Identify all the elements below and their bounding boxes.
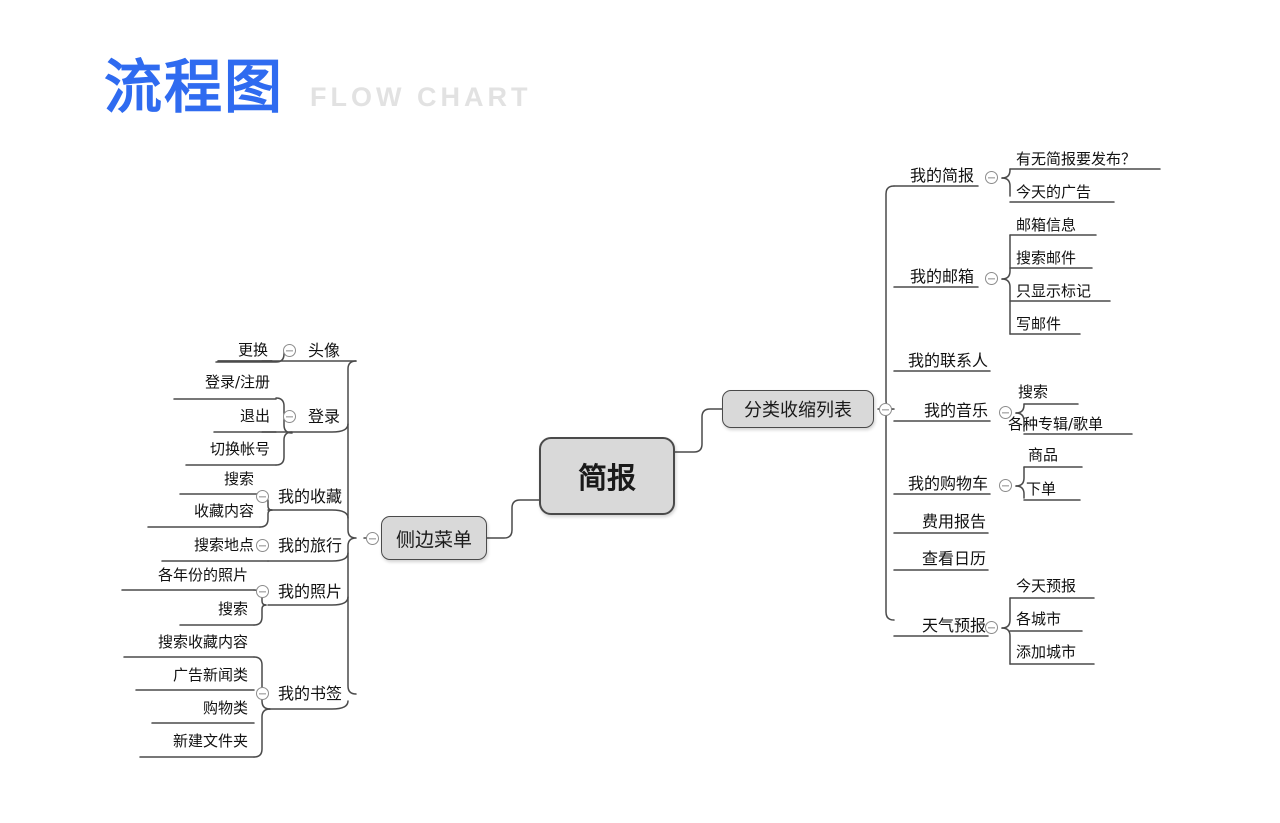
collapse-icon-my-mailbox[interactable] [985, 272, 998, 285]
leaf-photos-by-year[interactable]: 各年份的照片 [157, 566, 248, 584]
collapse-icon-my-briefing[interactable] [985, 171, 998, 184]
node-view-calendar[interactable]: 查看日历 [921, 549, 986, 568]
leaf-albums-playlists[interactable]: 各种专辑/歌单 [1008, 415, 1104, 433]
leaf-favorites-search[interactable]: 搜索 [223, 470, 254, 488]
leaf-shopping-category[interactable]: 购物类 [202, 699, 248, 717]
collapse-icon-my-bookmarks[interactable] [256, 687, 269, 700]
node-avatar[interactable]: 头像 [308, 341, 341, 360]
leaf-photos-search[interactable]: 搜索 [217, 600, 248, 618]
leaf-todays-ads[interactable]: 今天的广告 [1016, 183, 1092, 201]
node-my-music[interactable]: 我的音乐 [923, 401, 988, 420]
leaf-new-folder[interactable]: 新建文件夹 [172, 732, 248, 750]
leaf-place-order[interactable]: 下单 [1026, 480, 1057, 498]
collapse-icon-weather-forecast[interactable] [985, 621, 998, 634]
leaf-add-city[interactable]: 添加城市 [1016, 643, 1077, 661]
page-title: 流程图 FLOW CHART [104, 58, 531, 116]
node-login[interactable]: 登录 [308, 407, 341, 426]
root-node-briefing[interactable]: 简报 [539, 437, 675, 515]
node-my-photos[interactable]: 我的照片 [278, 582, 343, 601]
leaf-search-mail[interactable]: 搜索邮件 [1016, 249, 1077, 267]
leaf-change-avatar[interactable]: 更换 [237, 341, 268, 359]
node-my-mailbox[interactable]: 我的邮箱 [909, 267, 974, 286]
leaf-all-cities[interactable]: 各城市 [1016, 610, 1062, 628]
node-my-briefing[interactable]: 我的简报 [909, 166, 974, 185]
collapse-icon-my-photos[interactable] [256, 585, 269, 598]
leaf-login-register[interactable]: 登录/注册 [204, 373, 270, 391]
collapse-icon-avatar[interactable] [283, 344, 296, 357]
leaf-favorites-content[interactable]: 收藏内容 [193, 502, 254, 520]
collapse-icon-my-music[interactable] [999, 406, 1012, 419]
branch-node-side-menu[interactable]: 侧边菜单 [381, 516, 487, 560]
collapse-icon-my-cart[interactable] [999, 479, 1012, 492]
branch-node-category-list[interactable]: 分类收缩列表 [722, 390, 874, 428]
node-weather-forecast[interactable]: 天气预报 [921, 616, 986, 635]
leaf-compose-mail[interactable]: 写邮件 [1016, 315, 1062, 333]
title-chinese: 流程图 [104, 53, 285, 121]
collapse-icon-side-menu[interactable] [366, 532, 379, 545]
collapse-icon-login[interactable] [283, 410, 296, 423]
collapse-icon-category-list[interactable] [879, 403, 892, 416]
node-my-travel[interactable]: 我的旅行 [278, 536, 343, 555]
node-my-contacts[interactable]: 我的联系人 [907, 351, 988, 370]
leaf-search-favorites-content[interactable]: 搜索收藏内容 [157, 633, 248, 651]
leaf-search-location[interactable]: 搜索地点 [193, 536, 254, 554]
leaf-cart-products[interactable]: 商品 [1028, 446, 1059, 464]
leaf-music-search[interactable]: 搜索 [1018, 383, 1049, 401]
leaf-mailbox-info[interactable]: 邮箱信息 [1016, 216, 1077, 234]
title-english: FLOW CHART [310, 82, 532, 112]
collapse-icon-my-travel[interactable] [256, 539, 269, 552]
leaf-any-briefing-to-publish[interactable]: 有无简报要发布？ [1016, 150, 1137, 168]
node-expense-report[interactable]: 费用报告 [921, 512, 986, 531]
leaf-ads-news-category[interactable]: 广告新闻类 [172, 666, 248, 684]
leaf-todays-forecast[interactable]: 今天预报 [1016, 577, 1077, 595]
node-my-cart[interactable]: 我的购物车 [907, 474, 988, 493]
leaf-switch-account[interactable]: 切换帐号 [209, 440, 270, 458]
leaf-show-flagged-only[interactable]: 只显示标记 [1016, 282, 1092, 300]
node-my-bookmarks[interactable]: 我的书签 [278, 684, 343, 703]
leaf-logout[interactable]: 退出 [239, 407, 270, 425]
collapse-icon-my-favorites[interactable] [256, 490, 269, 503]
node-my-favorites[interactable]: 我的收藏 [278, 487, 343, 506]
